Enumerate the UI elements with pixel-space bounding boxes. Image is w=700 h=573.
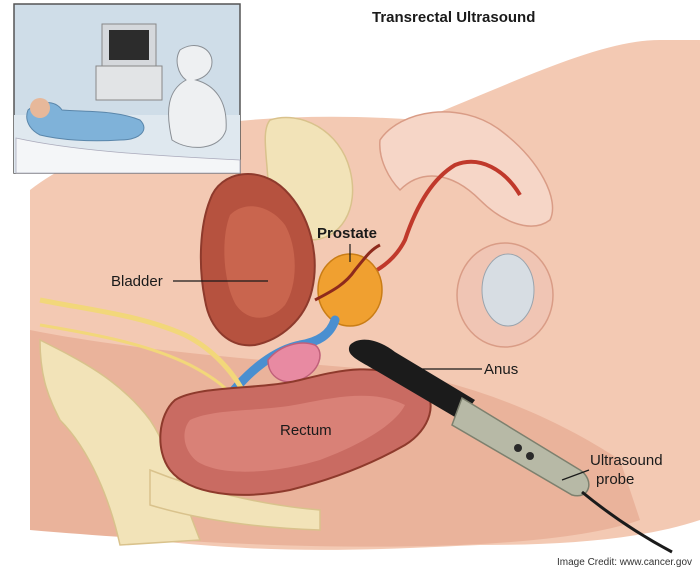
bladder-interior	[224, 206, 295, 318]
testis	[481, 253, 535, 327]
ureter	[39, 297, 248, 397]
bed	[15, 137, 241, 174]
bladder-label: Bladder	[111, 273, 163, 290]
monitor-stand	[95, 65, 163, 101]
prostate-urethra	[314, 243, 381, 302]
probe-shaft	[348, 339, 475, 420]
patient-head	[30, 98, 50, 118]
inset-patient-scene	[13, 3, 241, 174]
prostate-gland	[317, 253, 383, 327]
anus-label: Anus	[484, 361, 519, 378]
probe-label-line1: Ultrasound	[590, 452, 663, 469]
ultrasound-probe-label: Ultrasound probe	[590, 451, 663, 489]
patient	[26, 102, 145, 142]
rectum-wall	[184, 395, 405, 472]
prostate-label: Prostate	[317, 225, 378, 242]
monitor-screen	[109, 30, 149, 60]
probe-label-line2: probe	[596, 471, 635, 488]
image-credit: Image Credit: www.cancer.gov	[557, 557, 693, 568]
seminal-vesicle	[267, 342, 321, 383]
probe-button	[514, 444, 522, 452]
doctor	[168, 45, 227, 148]
probe-cable	[581, 490, 673, 554]
diagram-title: Transrectal Ultrasound	[372, 9, 536, 26]
probe-button	[526, 452, 534, 460]
probe-leader	[561, 469, 590, 481]
rectum-label: Rectum	[280, 422, 332, 439]
penis	[379, 111, 554, 227]
